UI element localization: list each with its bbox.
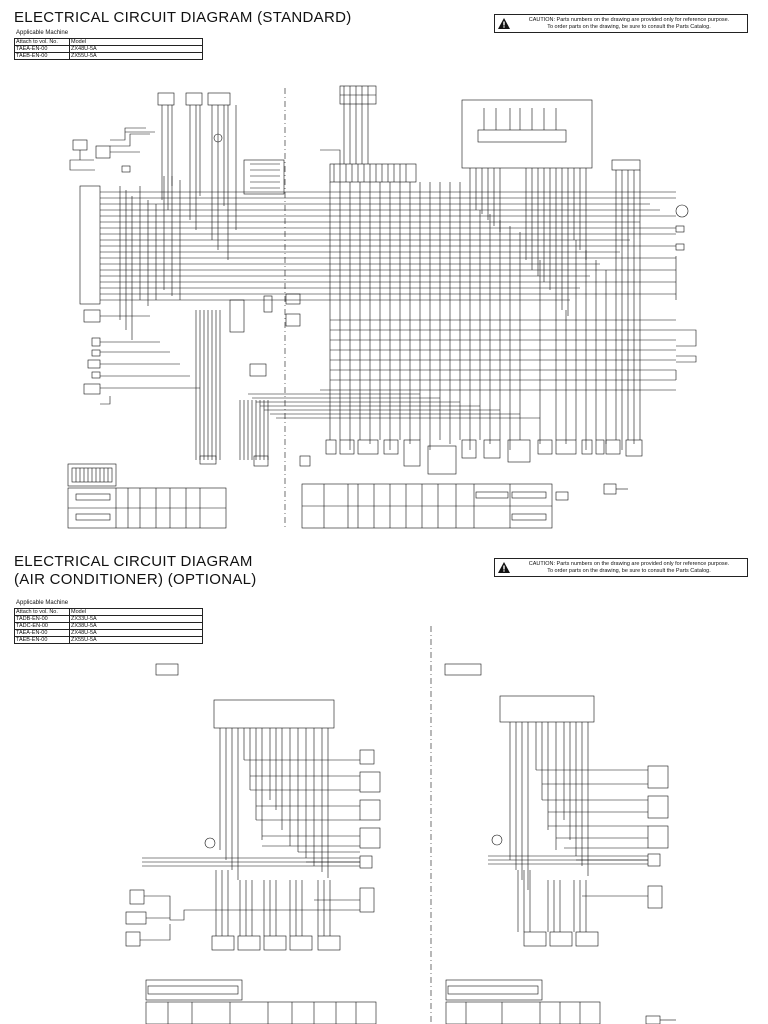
label-box-empty	[444, 663, 482, 676]
table-row: TAEB-EN-00 ZX55U-5A	[14, 52, 203, 60]
caution-box: CAUTION: Parts numbers on the drawing ar…	[494, 14, 748, 33]
connector-block	[285, 313, 301, 327]
table-row: TAEB-EN-00 ZX55U-5A	[14, 636, 203, 644]
caution-text-line2: To order parts on the drawing, be sure t…	[547, 568, 711, 574]
terminal-box	[675, 225, 685, 233]
ground-connector	[253, 455, 269, 467]
ac-connector-legend-right	[445, 979, 676, 1024]
caution-text-line1: CAUTION: Parts numbers on the drawing ar…	[528, 17, 730, 23]
ac-connector	[359, 749, 375, 765]
main-harness-right	[226, 170, 676, 450]
connector-block	[249, 363, 267, 377]
ac-connector	[359, 799, 381, 821]
connector-block	[185, 92, 203, 106]
caution-text-line1: CAUTION: Parts numbers on the drawing ar…	[528, 561, 730, 567]
table-cell: ZX55U-5A	[69, 636, 203, 644]
ac-control-unit	[499, 695, 595, 723]
device-box	[87, 359, 101, 369]
ground-circle	[204, 837, 216, 849]
connector-legend-right	[301, 483, 628, 529]
ground-connector	[199, 455, 217, 465]
caution-box: CAUTION: Parts numbers on the drawing ar…	[494, 558, 748, 577]
bottom-connector-row	[325, 439, 643, 475]
ac-connector	[647, 795, 669, 819]
device-box	[83, 309, 101, 323]
fuse-box	[121, 165, 131, 173]
connector-legend-left	[67, 463, 227, 529]
ac-connector	[647, 853, 661, 867]
applicable-machine-label: Applicable Machine	[16, 600, 69, 606]
device-box	[125, 931, 141, 947]
ac-connector	[359, 827, 381, 849]
ac-connector	[359, 771, 381, 793]
terminal-box	[675, 243, 685, 251]
applicable-machine-label: Applicable Machine	[16, 30, 69, 36]
table-cell: ZX55U-5A	[69, 52, 203, 60]
device-box	[129, 889, 145, 905]
ecu-unit	[461, 99, 593, 169]
device-box	[125, 911, 147, 925]
ground-circle	[491, 834, 503, 846]
ac-connector	[359, 887, 375, 913]
applicable-machine-table: Attach to vol. No. Model TAEA-EN-00 ZX48…	[14, 38, 203, 60]
title-line1: ELECTRICAL CIRCUIT DIAGRAM	[14, 553, 253, 570]
switch-box	[72, 139, 88, 151]
connector-block	[229, 299, 245, 333]
device-box	[83, 383, 101, 395]
main-connector	[329, 163, 417, 183]
warning-icon	[498, 562, 510, 573]
ac-connector	[647, 885, 663, 909]
title-line2: (AIR CONDITIONER) (OPTIONAL)	[14, 571, 257, 588]
ac-connector-legend-left	[145, 979, 377, 1024]
ac-bottom-connectors-left	[211, 935, 341, 951]
ecu-connector	[477, 129, 567, 143]
diagram-title-standard: ELECTRICAL CIRCUIT DIAGRAM (STANDARD)	[14, 9, 352, 26]
device-box	[91, 337, 101, 347]
connector-block	[157, 92, 175, 106]
connector-block	[207, 92, 231, 106]
device-box	[91, 371, 101, 379]
warning-icon	[498, 18, 510, 29]
relay-box	[243, 159, 285, 195]
relay-circle	[213, 133, 223, 143]
gauge-circle	[675, 204, 689, 218]
diagram-title-air-conditioner: ELECTRICAL CIRCUIT DIAGRAM (AIR CONDITIO…	[14, 553, 257, 589]
controller-unit	[79, 185, 101, 305]
ac-bottom-connectors-right	[523, 931, 599, 947]
switch-box	[95, 145, 111, 159]
caution-text-line2: To order parts on the drawing, be sure t…	[547, 24, 711, 30]
ac-connector	[647, 825, 669, 849]
applicable-machine-table: Attach to vol. No. Model TADB-EN-00 ZX33…	[14, 608, 203, 644]
ac-control-unit	[213, 699, 335, 729]
ground-connector	[299, 455, 311, 467]
ac-connector	[647, 765, 669, 789]
connector-block	[285, 293, 301, 305]
ac-connector	[359, 855, 373, 869]
label-box-empty	[155, 663, 179, 676]
device-box	[91, 349, 101, 357]
connector-block	[263, 295, 273, 313]
connector-block	[611, 159, 641, 171]
